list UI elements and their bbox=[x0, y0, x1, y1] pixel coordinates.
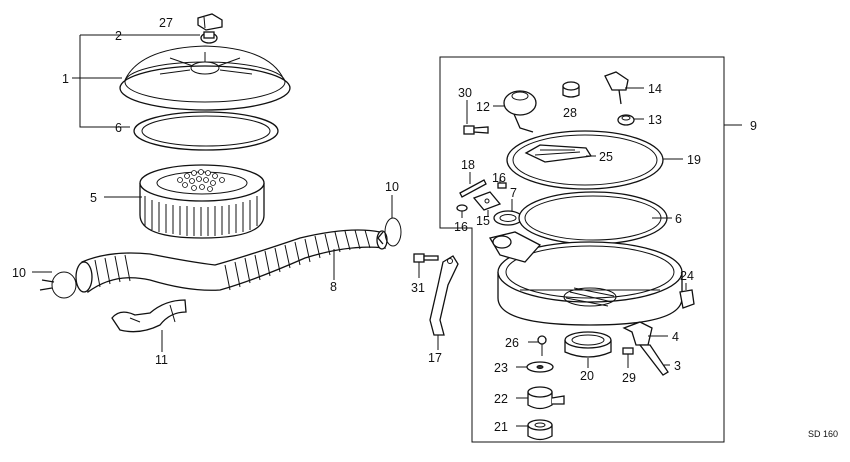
part-24-clip bbox=[679, 289, 695, 309]
callout-8: 8 bbox=[330, 280, 337, 294]
callout-4: 4 bbox=[672, 330, 679, 344]
callout-30: 30 bbox=[458, 86, 472, 100]
callout-7: 7 bbox=[510, 186, 517, 200]
part-22-valve bbox=[527, 386, 565, 410]
callout-3: 3 bbox=[674, 359, 681, 373]
part-26-screw bbox=[537, 335, 547, 356]
part-12-vacuum-motor bbox=[503, 90, 537, 133]
part-1-cleaner-cover bbox=[119, 45, 291, 111]
callout-2: 2 bbox=[115, 29, 122, 43]
callout-11: 11 bbox=[155, 353, 168, 367]
part-9-cleaner-housing bbox=[488, 231, 683, 326]
callout-10-right: 10 bbox=[385, 180, 399, 194]
part-11-hose-bracket bbox=[111, 299, 187, 333]
part-3-stay bbox=[638, 344, 669, 376]
part-2-wing-nut bbox=[200, 31, 218, 44]
callout-18: 18 bbox=[461, 158, 475, 172]
callout-16-upper: 16 bbox=[492, 171, 506, 185]
part-6-gasket-left bbox=[133, 111, 279, 151]
callout-31: 31 bbox=[411, 281, 425, 295]
callout-6-left: 6 bbox=[115, 121, 122, 135]
callout-6-right: 6 bbox=[675, 212, 682, 226]
callout-20: 20 bbox=[580, 369, 594, 383]
part-4-bracket bbox=[622, 321, 653, 346]
part-18-rod bbox=[459, 179, 487, 198]
callout-13: 13 bbox=[648, 113, 662, 127]
part-14-sensor bbox=[604, 71, 629, 105]
part-15-plate bbox=[472, 191, 502, 211]
callout-10-left: 10 bbox=[12, 266, 26, 280]
part-16-pin-lower bbox=[456, 204, 468, 212]
part-29-screw bbox=[622, 347, 634, 368]
part-30-bolt bbox=[463, 125, 489, 135]
callout-9: 9 bbox=[750, 119, 757, 133]
callout-16-lower: 16 bbox=[454, 220, 468, 234]
callout-25: 25 bbox=[599, 150, 613, 164]
callout-27: 27 bbox=[159, 16, 173, 30]
callout-15: 15 bbox=[476, 214, 490, 228]
callout-14: 14 bbox=[648, 82, 662, 96]
callout-23: 23 bbox=[494, 361, 508, 375]
part-28-cap bbox=[562, 81, 580, 98]
callout-28: 28 bbox=[563, 106, 577, 120]
callout-5: 5 bbox=[90, 191, 97, 205]
callout-1: 1 bbox=[62, 72, 69, 86]
callout-26: 26 bbox=[505, 336, 519, 350]
part-25-sensor-plate bbox=[524, 144, 593, 163]
part-21-cap bbox=[527, 419, 553, 441]
part-13-grommet bbox=[617, 114, 635, 126]
diagram-code: SD 160 bbox=[808, 429, 838, 439]
callout-12: 12 bbox=[476, 100, 490, 114]
part-6-gasket-right bbox=[518, 191, 668, 245]
callout-17: 17 bbox=[428, 351, 442, 365]
part-5-filter-element bbox=[139, 164, 265, 239]
callout-19: 19 bbox=[687, 153, 701, 167]
callout-24: 24 bbox=[680, 269, 694, 283]
part-16-pin-upper bbox=[497, 182, 507, 189]
callout-29: 29 bbox=[622, 371, 636, 385]
part-31-bolt bbox=[413, 253, 439, 263]
part-10-hose-clamp-right bbox=[377, 217, 402, 247]
part-10-hose-clamp-left bbox=[39, 271, 77, 299]
part-20-seal bbox=[564, 331, 612, 358]
part-8-duct-hose bbox=[75, 229, 388, 294]
part-19-lid bbox=[506, 130, 664, 190]
callout-22: 22 bbox=[494, 392, 508, 406]
part-27-clip bbox=[197, 13, 223, 31]
part-17-stay bbox=[429, 255, 459, 336]
callout-21: 21 bbox=[494, 420, 508, 434]
part-7-seal bbox=[493, 210, 523, 226]
part-23-washer bbox=[526, 361, 554, 373]
